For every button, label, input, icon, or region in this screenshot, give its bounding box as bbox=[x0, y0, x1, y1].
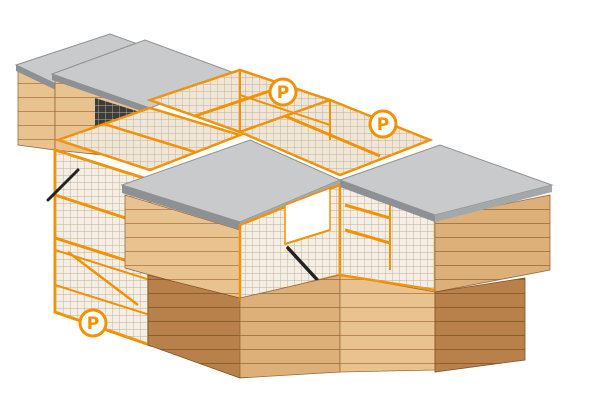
p-badge-top: P bbox=[268, 77, 298, 107]
badge-label: P bbox=[87, 314, 99, 334]
top-mesh-run bbox=[146, 68, 434, 177]
letter-p-badge-icon bbox=[268, 77, 298, 107]
badge-label: P bbox=[377, 115, 389, 135]
front-left-hutch-box bbox=[120, 139, 342, 379]
center-mesh-door bbox=[238, 183, 342, 302]
front-right-hutch-box bbox=[338, 144, 554, 373]
door-handle-icon bbox=[286, 246, 324, 287]
badge-label: P bbox=[277, 83, 289, 103]
p-badge-left: P bbox=[78, 308, 108, 338]
door-handle-icon bbox=[46, 168, 80, 202]
letter-p-badge-icon bbox=[368, 109, 398, 139]
p-badge-right: P bbox=[368, 109, 398, 139]
letter-p-badge-icon bbox=[78, 308, 108, 338]
front-center-base bbox=[239, 274, 436, 379]
